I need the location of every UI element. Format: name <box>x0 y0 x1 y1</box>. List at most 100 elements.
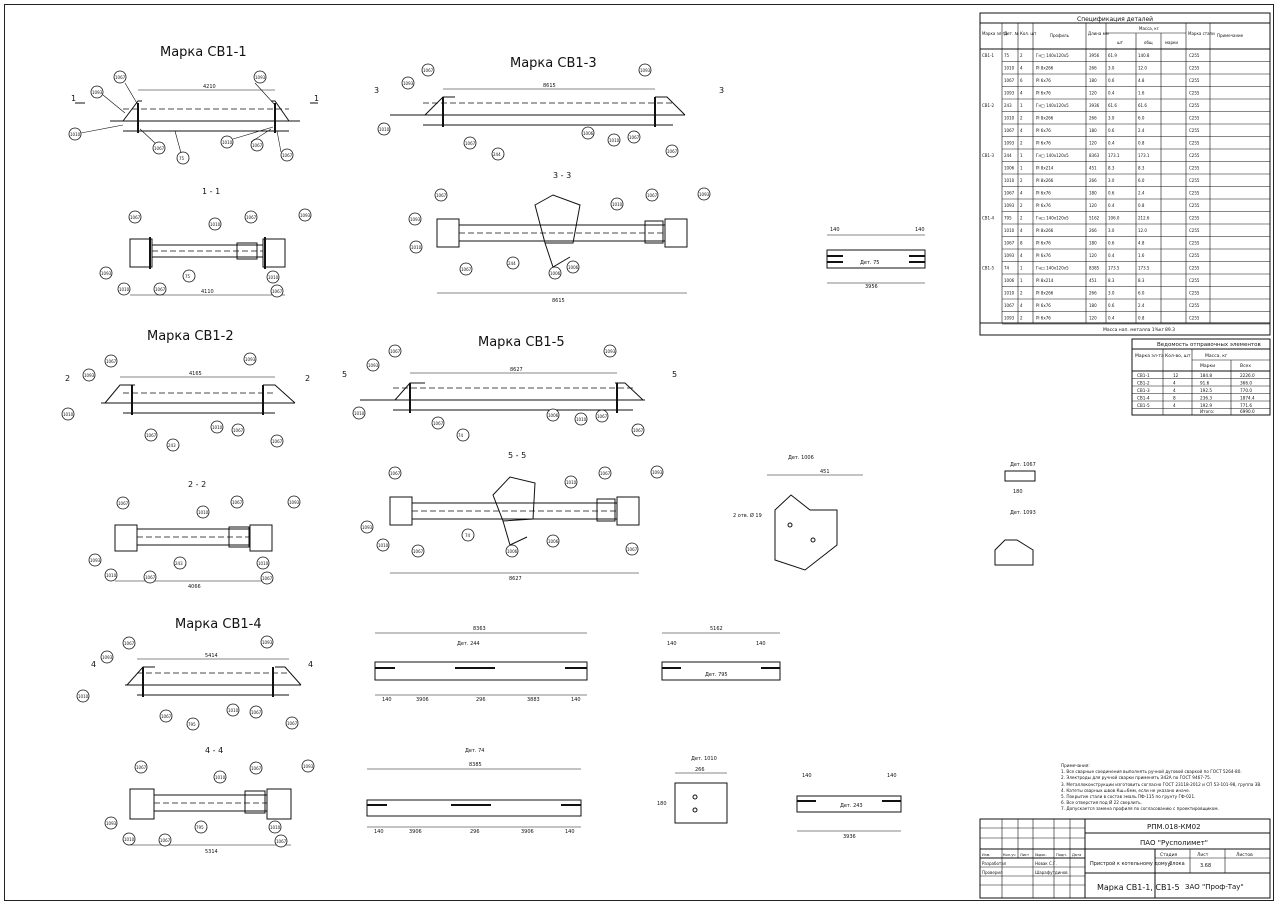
svg-text:1067: 1067 <box>145 575 156 580</box>
svg-text:180: 180 <box>1013 489 1023 495</box>
spec-cell: 120 <box>1089 203 1097 208</box>
title-block: РПМ.018-КМ02 ПАО "Русполимет" Пристрой к… <box>979 818 1271 899</box>
view-title-sv1-1: Марка СВ1-1 <box>160 45 247 60</box>
spec-cell: 120 <box>1089 91 1097 96</box>
svg-text:1010: 1010 <box>566 480 577 485</box>
shipping-cell: 192.9 <box>1200 403 1212 408</box>
spec-cell: 120 <box>1089 141 1097 146</box>
svg-text:1010: 1010 <box>78 694 89 699</box>
spec-cell: 2 <box>1020 53 1023 58</box>
svg-text:1093: 1093 <box>84 373 95 378</box>
svg-text:1067: 1067 <box>461 267 472 272</box>
spec-cell: 1010 <box>1004 66 1015 71</box>
svg-text:1093: 1093 <box>255 75 266 80</box>
spec-header: Дет. № <box>1004 31 1019 36</box>
svg-text:3956: 3956 <box>865 284 878 290</box>
spec-cell: Гн□ 140х120х5 <box>1036 153 1069 158</box>
spec-cell: Pl 6x76 <box>1036 78 1051 83</box>
svg-text:Дет. 1067: Дет. 1067 <box>1010 462 1036 468</box>
svg-text:1067: 1067 <box>115 75 126 80</box>
spec-cell: 1 <box>1020 153 1023 158</box>
svg-text:1093: 1093 <box>101 271 112 276</box>
spec-cell: 2 <box>1020 216 1023 221</box>
spec-cell: 0.6 <box>1108 191 1115 196</box>
spec-cell: Pl 6x76 <box>1036 203 1051 208</box>
spec-cell: СВ1-2 <box>982 103 995 108</box>
spec-cell: 1093 <box>1004 203 1015 208</box>
svg-text:Дет. 244: Дет. 244 <box>457 641 480 647</box>
spec-cell: Гн□ 140х120х5 <box>1036 266 1069 271</box>
svg-text:Шарафутдинов: Шарафутдинов <box>1035 870 1068 875</box>
spec-cell: 12.0 <box>1138 228 1147 233</box>
svg-text:1010: 1010 <box>106 573 117 578</box>
svg-text:5 - 5: 5 - 5 <box>508 451 526 460</box>
svg-text:4066: 4066 <box>188 584 201 590</box>
svg-text:5: 5 <box>342 370 347 379</box>
svg-text:1 - 1: 1 - 1 <box>202 187 220 196</box>
shipping-cell: 236.3 <box>1200 396 1212 401</box>
spec-header: Марка эл-та <box>982 31 1008 36</box>
svg-text:1067: 1067 <box>282 153 293 158</box>
svg-text:1093: 1093 <box>652 470 663 475</box>
detail-74: Дет. 74 8385 140 3906 296 3906 140 <box>366 748 582 835</box>
svg-text:Дет. 75: Дет. 75 <box>860 260 879 266</box>
svg-text:Р: Р <box>1168 863 1171 869</box>
spec-cell: 6 <box>1020 78 1023 83</box>
spec-cell: 4.8 <box>1138 78 1145 83</box>
spec-cell: 266 <box>1089 228 1097 233</box>
shipping-cell: 771.6 <box>1240 403 1252 408</box>
svg-text:Изм.: Изм. <box>982 853 990 857</box>
shipping-cell: 184.8 <box>1200 373 1212 378</box>
shipping-cell: 91.6 <box>1200 381 1210 386</box>
detail-243: Дет. 243 3936 140 140 <box>796 773 902 840</box>
svg-text:1093: 1093 <box>106 821 117 826</box>
spec-cell: Pl 6x76 <box>1036 303 1051 308</box>
svg-text:Лист: Лист <box>1020 853 1029 857</box>
spec-cell: 61.6 <box>1108 103 1117 108</box>
svg-text:1010: 1010 <box>215 775 226 780</box>
note-line: 2. Электроды для ручной сварки применять… <box>1061 775 1212 781</box>
svg-text:Дет. 1093: Дет. 1093 <box>1010 510 1036 516</box>
spec-cell: С255 <box>1189 91 1200 96</box>
svg-text:1067: 1067 <box>106 359 117 364</box>
svg-text:1067: 1067 <box>627 547 638 552</box>
shipping-cell: 192.5 <box>1200 388 1212 393</box>
svg-text:4: 4 <box>308 660 313 669</box>
spec-cell: 244 <box>1004 153 1012 158</box>
shipping-cell: 4 <box>1173 403 1176 408</box>
svg-text:Спецификация деталей: Спецификация деталей <box>1077 16 1153 23</box>
spec-cell: 8.3 <box>1108 166 1115 171</box>
spec-cell: 0.8 <box>1138 316 1145 321</box>
svg-text:1010: 1010 <box>70 132 81 137</box>
shipping-cell: 4 <box>1173 388 1176 393</box>
spec-cell: 1010 <box>1004 228 1015 233</box>
spec-cell: 173.1 <box>1138 153 1150 158</box>
svg-text:1010: 1010 <box>612 202 623 207</box>
svg-text:243: 243 <box>175 561 183 566</box>
shipping-header: Масса, кг <box>1205 353 1228 359</box>
svg-text:1067: 1067 <box>124 641 135 646</box>
shipping-cell: 1874.4 <box>1240 396 1255 401</box>
spec-cell: Pl 6x76 <box>1036 241 1051 246</box>
spec-cell: С255 <box>1189 291 1200 296</box>
svg-text:1006: 1006 <box>550 271 561 276</box>
spec-cell: 8.3 <box>1138 278 1145 283</box>
svg-text:2 отв. Ø 19: 2 отв. Ø 19 <box>733 512 762 519</box>
spec-cell: 1006 <box>1004 166 1015 171</box>
svg-text:РПМ.018-КМ02: РПМ.018-КМ02 <box>1147 823 1201 831</box>
spec-cell: 180 <box>1089 303 1097 308</box>
spec-cell: 75 <box>1004 53 1010 58</box>
spec-cell: Pl 8x266 <box>1036 66 1054 71</box>
svg-text:1010: 1010 <box>210 222 221 227</box>
svg-text:8385: 8385 <box>469 762 482 768</box>
spec-cell: С255 <box>1189 128 1200 133</box>
svg-text:1067: 1067 <box>272 439 283 444</box>
spec-cell: 4 <box>1020 128 1023 133</box>
spec-cell: Pl 6x76 <box>1036 316 1051 321</box>
svg-text:Дет. 795: Дет. 795 <box>705 672 728 678</box>
spec-cell: С255 <box>1189 153 1200 158</box>
svg-text:Стадия: Стадия <box>1160 852 1178 858</box>
svg-text:1093: 1093 <box>92 90 103 95</box>
spec-cell: 1010 <box>1004 116 1015 121</box>
svg-text:1067: 1067 <box>287 721 298 726</box>
